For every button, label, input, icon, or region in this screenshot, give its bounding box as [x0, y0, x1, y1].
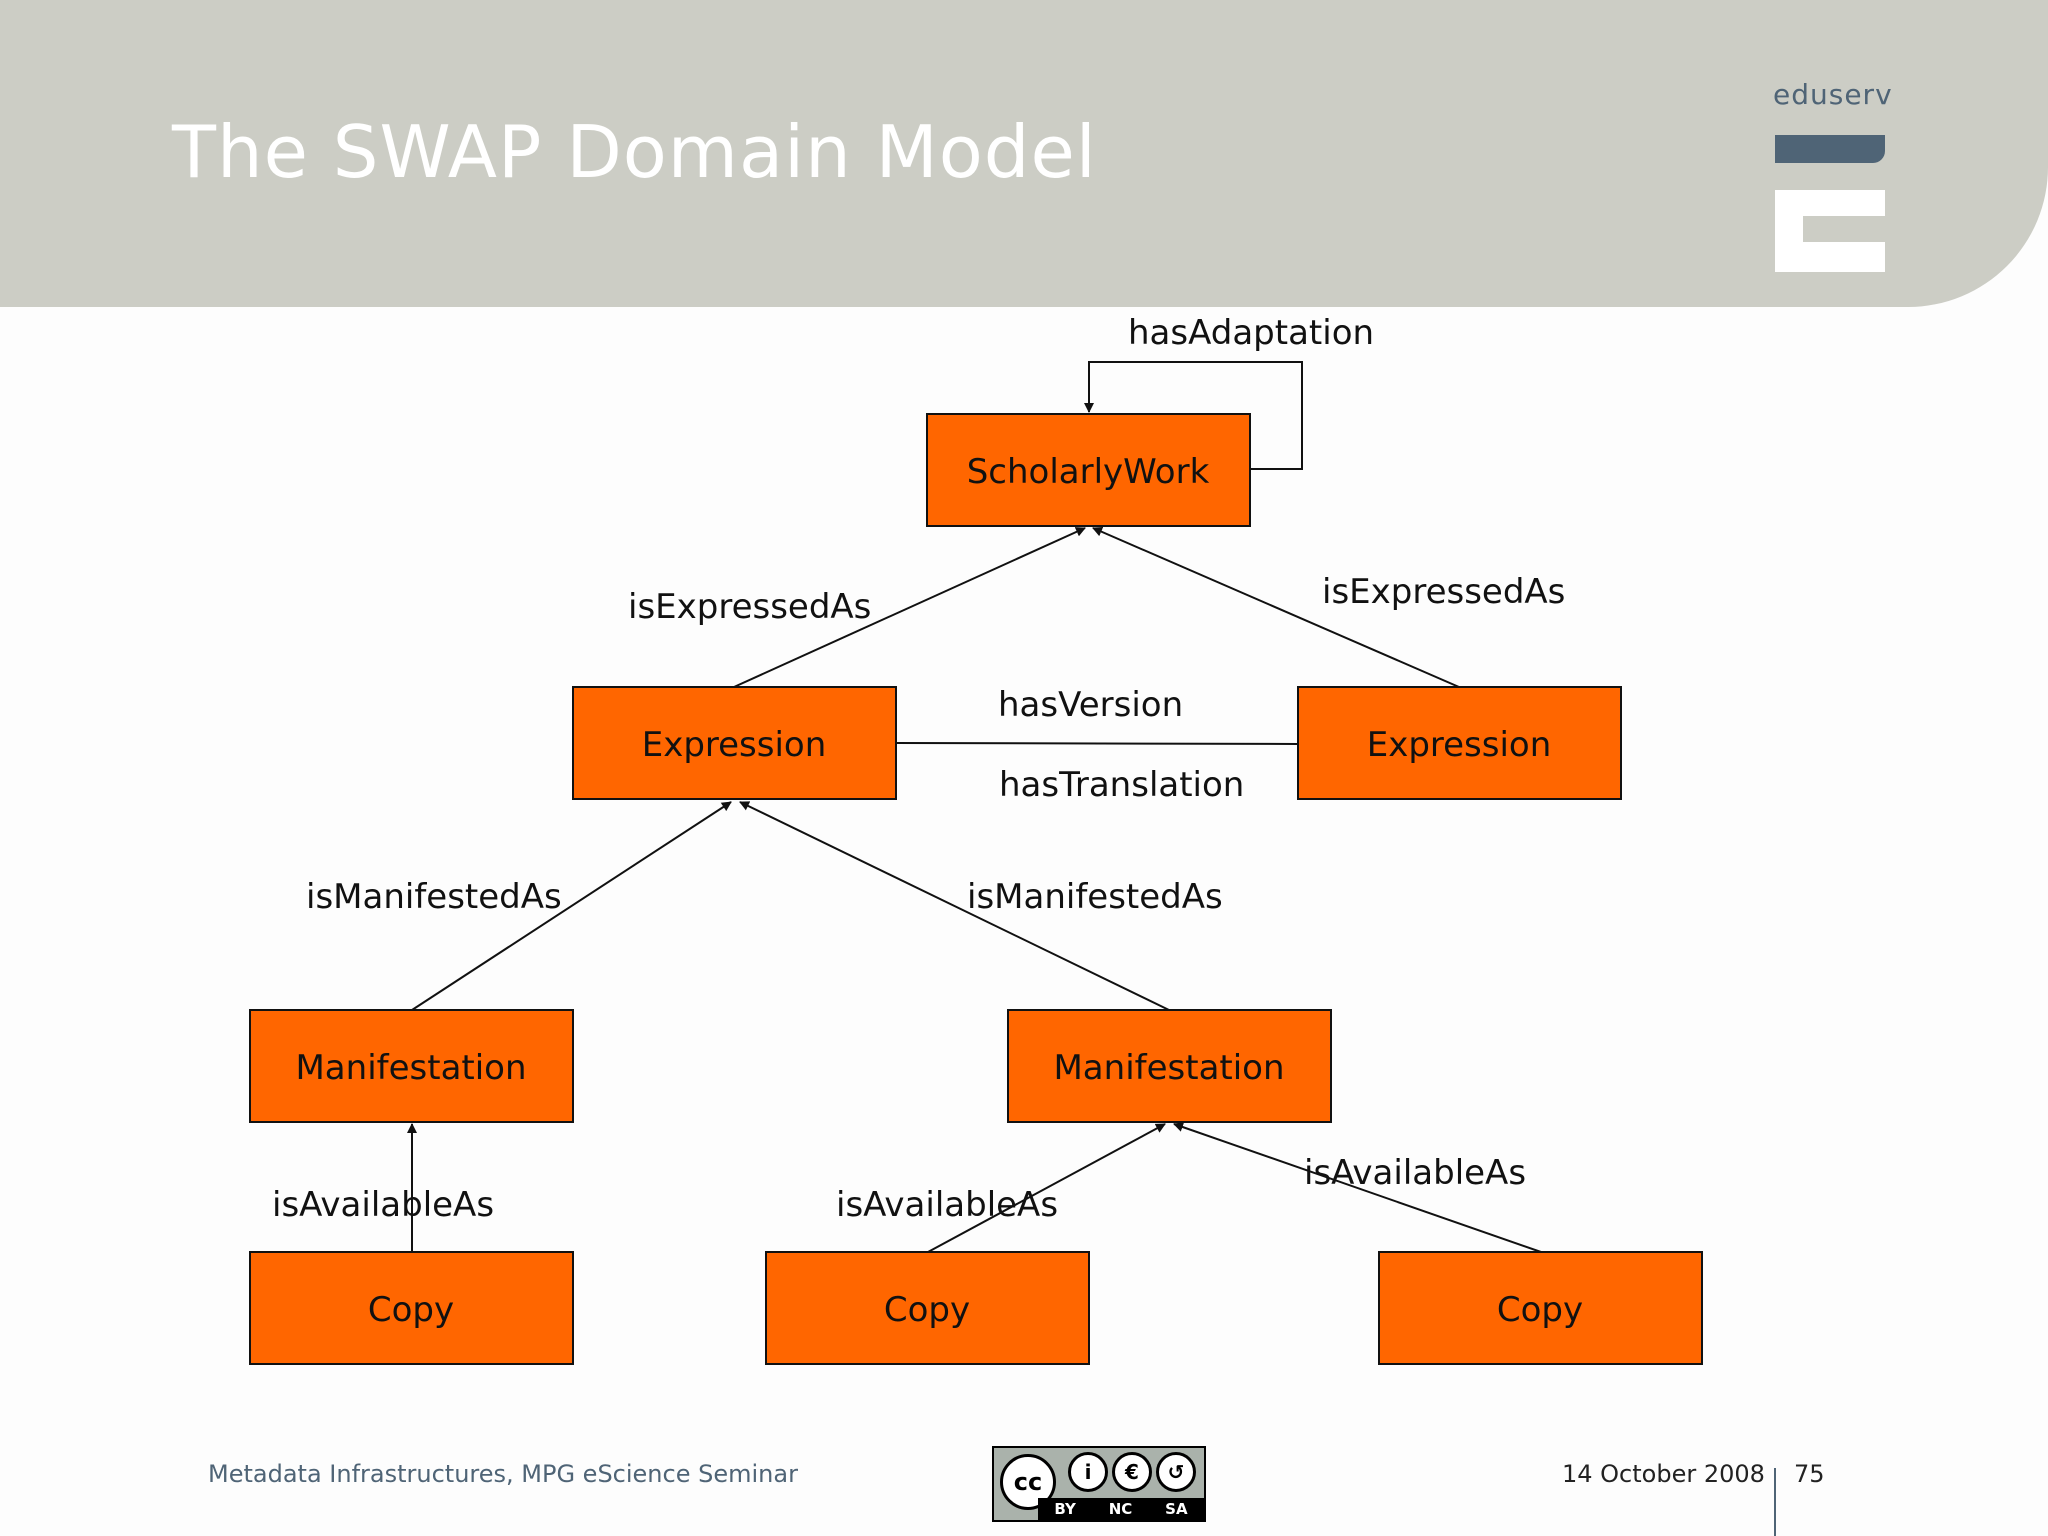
node-copy-1: Copy: [368, 1290, 454, 1330]
label-has-translation: hasTranslation: [999, 765, 1244, 805]
node-expression-1: Expression: [642, 725, 827, 765]
footer-date: 14 October 2008: [1562, 1460, 1765, 1488]
node-expression-2-box: [1297, 686, 1622, 800]
has-adaptation-loop: [1084, 361, 1303, 470]
edge-available-2: [927, 1123, 1166, 1253]
label-is-manifested-as-2: isManifestedAs: [967, 877, 1223, 917]
edge-version-translation: [895, 742, 1299, 745]
node-copy-2: Copy: [884, 1290, 970, 1330]
cc-license-terms: BY NC SA: [1038, 1498, 1204, 1520]
node-copy-3-box: [1378, 1251, 1703, 1365]
node-expression-2: Expression: [1367, 725, 1552, 765]
node-manifestation-1: Manifestation: [295, 1048, 526, 1088]
edge-expressed-1: [733, 527, 1086, 688]
cc-sa-label: SA: [1165, 1500, 1188, 1518]
label-has-adaptation: hasAdaptation: [1128, 313, 1374, 353]
node-copy-2-box: [765, 1251, 1090, 1365]
label-is-manifested-as-1: isManifestedAs: [306, 877, 562, 917]
edge-manifested-2: [739, 801, 1170, 1011]
noncommercial-icon: €: [1112, 1452, 1152, 1492]
label-has-version: hasVersion: [998, 685, 1183, 725]
edge-expressed-2: [1092, 527, 1460, 688]
brand-name: eduserv: [1773, 78, 1893, 111]
slide-title: The SWAP Domain Model: [172, 110, 1097, 194]
node-copy-1-box: [249, 1251, 574, 1365]
edge-available-3: [1173, 1122, 1542, 1253]
label-is-available-as-2: isAvailableAs: [836, 1185, 1058, 1225]
node-scholarly-work: ScholarlyWork: [967, 452, 1210, 492]
footer-divider: [1774, 1468, 1776, 1536]
slide-header: [0, 0, 2048, 307]
label-is-expressed-as-1: isExpressedAs: [628, 587, 871, 627]
cc-license-badge: cc i € ↺ BY NC SA: [992, 1446, 1206, 1522]
node-manifestation-1-box: [249, 1009, 574, 1123]
sharealike-icon: ↺: [1156, 1452, 1196, 1492]
node-expression-1-box: [572, 686, 897, 800]
label-is-available-as-1: isAvailableAs: [272, 1185, 494, 1225]
cc-by-label: BY: [1054, 1500, 1076, 1518]
node-scholarly-work-box: [926, 413, 1251, 527]
label-is-expressed-as-2: isExpressedAs: [1322, 572, 1565, 612]
label-is-available-as-3: isAvailableAs: [1304, 1153, 1526, 1193]
page-number: 75: [1794, 1460, 1825, 1488]
edge-manifested-1: [411, 801, 732, 1011]
footer-event-title: Metadata Infrastructures, MPG eScience S…: [208, 1460, 798, 1488]
node-copy-3: Copy: [1497, 1290, 1583, 1330]
attribution-icon: i: [1068, 1452, 1108, 1492]
node-manifestation-2-box: [1007, 1009, 1332, 1123]
cc-nc-label: NC: [1108, 1500, 1133, 1518]
node-manifestation-2: Manifestation: [1053, 1048, 1284, 1088]
